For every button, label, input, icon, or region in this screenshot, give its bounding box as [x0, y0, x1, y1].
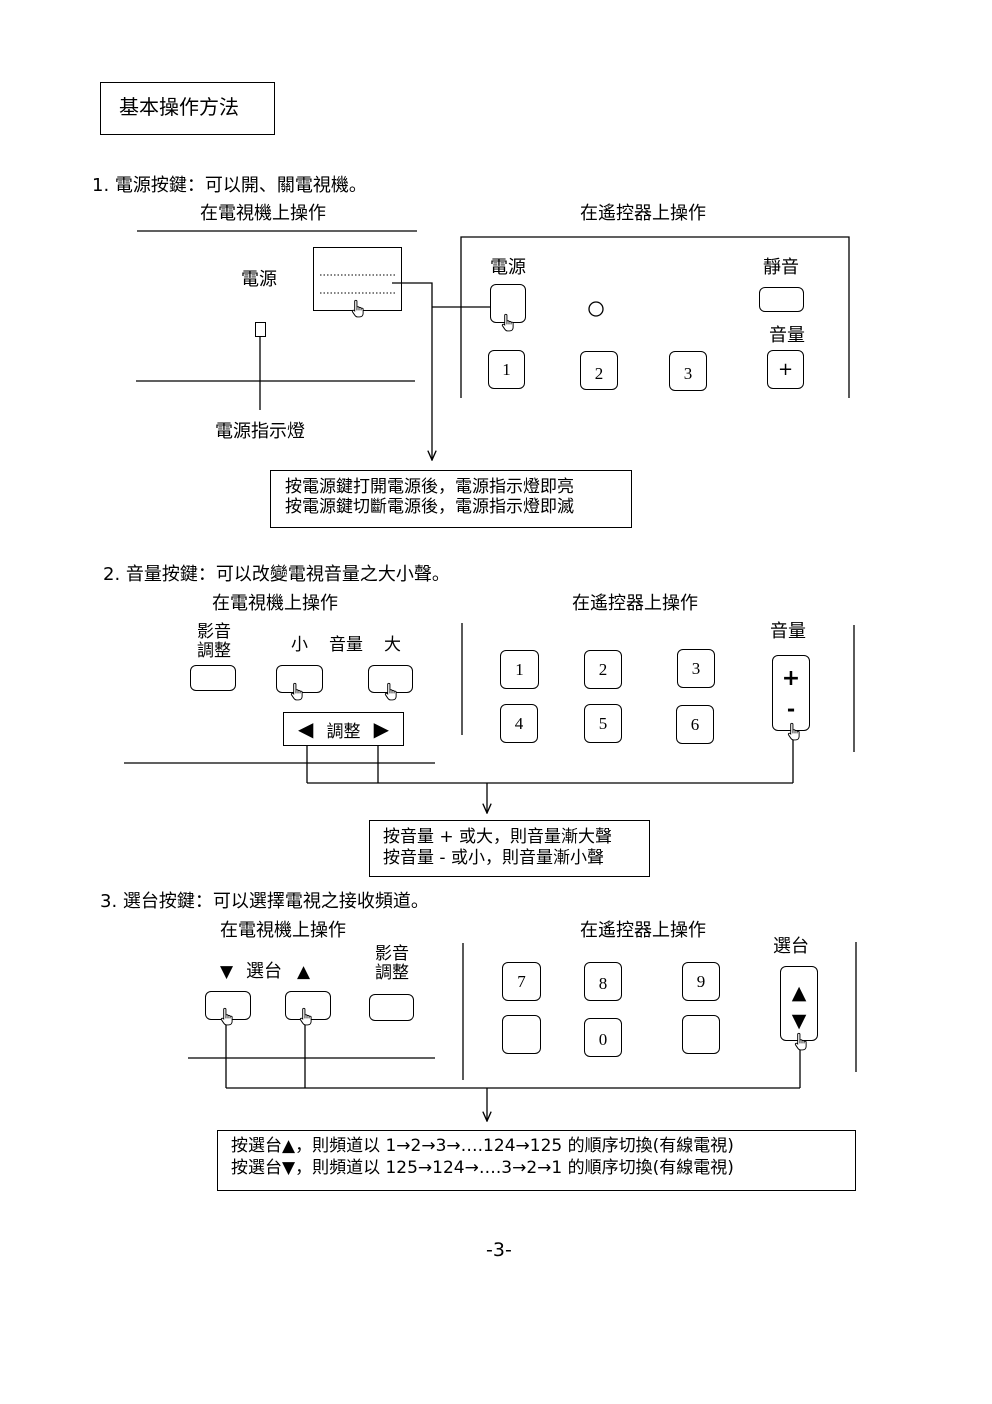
s2-tv-caption: 在電視機上操作	[212, 593, 338, 614]
s3-note-box: 按選台▲，則頻道以 1→2→3→….124→125 的順序切換(有線電視) 按選…	[217, 1130, 856, 1191]
s3-remote-caption: 在遙控器上操作	[580, 920, 706, 941]
s3-note-line-1: 按選台▲，則頻道以 1→2→3→….124→125 的順序切換(有線電視)	[231, 1136, 734, 1156]
s2-av-label-line-2: 調整	[197, 641, 231, 661]
hand-pointer-icon	[289, 682, 304, 701]
s3-remote-channel-rocker: ▲ ▼	[780, 966, 818, 1041]
s1-mute-button	[759, 287, 804, 312]
s3-key-8: 8	[584, 962, 622, 1001]
s2-volume-down-sign: -	[786, 697, 796, 721]
s1-mute-label: 靜音	[763, 257, 799, 278]
s2-remote-caption: 在遙控器上操作	[572, 593, 698, 614]
s2-note-line-1: 按音量 + 或大，則音量漸大聲	[383, 827, 613, 847]
s2-av-label-line-1: 影音	[197, 622, 231, 642]
s2-note-line-2: 按音量 - 或小，則音量漸小聲	[383, 848, 604, 868]
s2-key-1: 1	[500, 650, 539, 689]
s1-key-1: 1	[488, 350, 525, 389]
s1-key-2: 2	[580, 351, 618, 390]
s2-key-4: 4	[500, 704, 538, 743]
s3-channel-label: 選台	[246, 961, 282, 982]
s2-note-box: 按音量 + 或大，則音量漸大聲 按音量 - 或小，則音量漸小聲	[369, 820, 650, 877]
s1-indicator-label: 電源指示燈	[215, 421, 305, 442]
s2-adjust-left-arrow: ◀	[298, 717, 314, 741]
s2-big-label: 大	[384, 635, 401, 655]
s3-tv-caption: 在電視機上操作	[220, 920, 346, 941]
s3-key-9: 9	[682, 962, 720, 1001]
s2-small-label: 小	[291, 635, 308, 655]
hand-pointer-icon	[500, 313, 515, 332]
s2-key-6: 6	[676, 705, 714, 744]
hand-pointer-icon	[786, 722, 801, 741]
indicator-light-icon	[255, 322, 266, 337]
page-title: 基本操作方法	[119, 95, 239, 119]
s2-key-5: 5	[584, 704, 622, 743]
hand-pointer-icon	[350, 299, 365, 318]
hand-pointer-icon	[793, 1032, 808, 1051]
hand-pointer-icon	[383, 682, 398, 701]
s1-tv-caption: 在電視機上操作	[200, 203, 326, 224]
s3-key-7: 7	[502, 962, 541, 1001]
s1-remote-power-button	[490, 284, 526, 323]
s3-key-blank-left	[502, 1015, 541, 1054]
s2-key-3: 3	[677, 649, 715, 688]
s3-channel-up-arrow: ▲	[297, 962, 311, 982]
s3-key-blank-right	[682, 1015, 720, 1054]
s1-tv-power-label: 電源	[241, 269, 277, 290]
s3-av-label-line-1: 影音	[375, 944, 409, 964]
s3-av-label-line-2: 調整	[375, 963, 409, 983]
s2-av-adjust-button	[190, 665, 236, 691]
s3-heading: 3. 選台按鍵：可以選擇電視之接收頻道。	[100, 891, 429, 912]
s3-av-adjust-button	[369, 994, 414, 1021]
page-number: -3-	[486, 1239, 512, 1261]
s2-volume-up-sign: +	[781, 666, 801, 691]
hand-pointer-icon	[219, 1007, 234, 1026]
s3-remote-channel-label: 選台	[773, 936, 809, 957]
s3-channel-down-arrow: ▼	[220, 962, 234, 982]
s3-key-0: 0	[584, 1018, 622, 1057]
hand-pointer-icon	[298, 1007, 313, 1026]
page-title-box: 基本操作方法	[100, 82, 275, 135]
s1-remote-power-label: 電源	[490, 257, 526, 278]
s1-remote-caption: 在遙控器上操作	[580, 203, 706, 224]
s2-volume-down-button	[276, 665, 323, 693]
s1-volume-label: 音量	[769, 325, 805, 346]
s2-heading: 2. 音量按鍵：可以改變電視音量之大小聲。	[103, 564, 450, 585]
s2-key-2: 2	[584, 650, 622, 689]
sensor-circle-icon	[588, 301, 604, 317]
s1-key-volume-up: +	[767, 350, 804, 389]
s3-note-line-2: 按選台▼，則頻道以 125→124→….3→2→1 的順序切換(有線電視)	[231, 1158, 734, 1178]
s2-remote-volume-label: 音量	[770, 621, 806, 642]
s1-note-line-1: 按電源鍵打開電源後，電源指示燈即亮	[285, 477, 574, 497]
s1-heading: 1. 電源按鍵：可以開、關電視機。	[92, 175, 367, 196]
s3-remote-channel-up: ▲	[791, 982, 807, 1004]
s2-volume-label: 音量	[329, 635, 363, 655]
s1-note-line-2: 按電源鍵切斷電源後，電源指示燈即滅	[285, 497, 574, 517]
s1-key-3: 3	[669, 351, 707, 391]
s2-remote-volume-rocker: + -	[772, 655, 810, 731]
s2-adjust-label: 調整	[326, 721, 361, 742]
s2-adjust-right-arrow: ▶	[373, 717, 389, 741]
s1-note-box: 按電源鍵打開電源後，電源指示燈即亮 按電源鍵切斷電源後，電源指示燈即滅	[270, 470, 632, 528]
s3-remote-channel-down: ▼	[791, 1010, 807, 1032]
s2-adjust-box: ◀ 調整 ▶	[283, 712, 404, 746]
